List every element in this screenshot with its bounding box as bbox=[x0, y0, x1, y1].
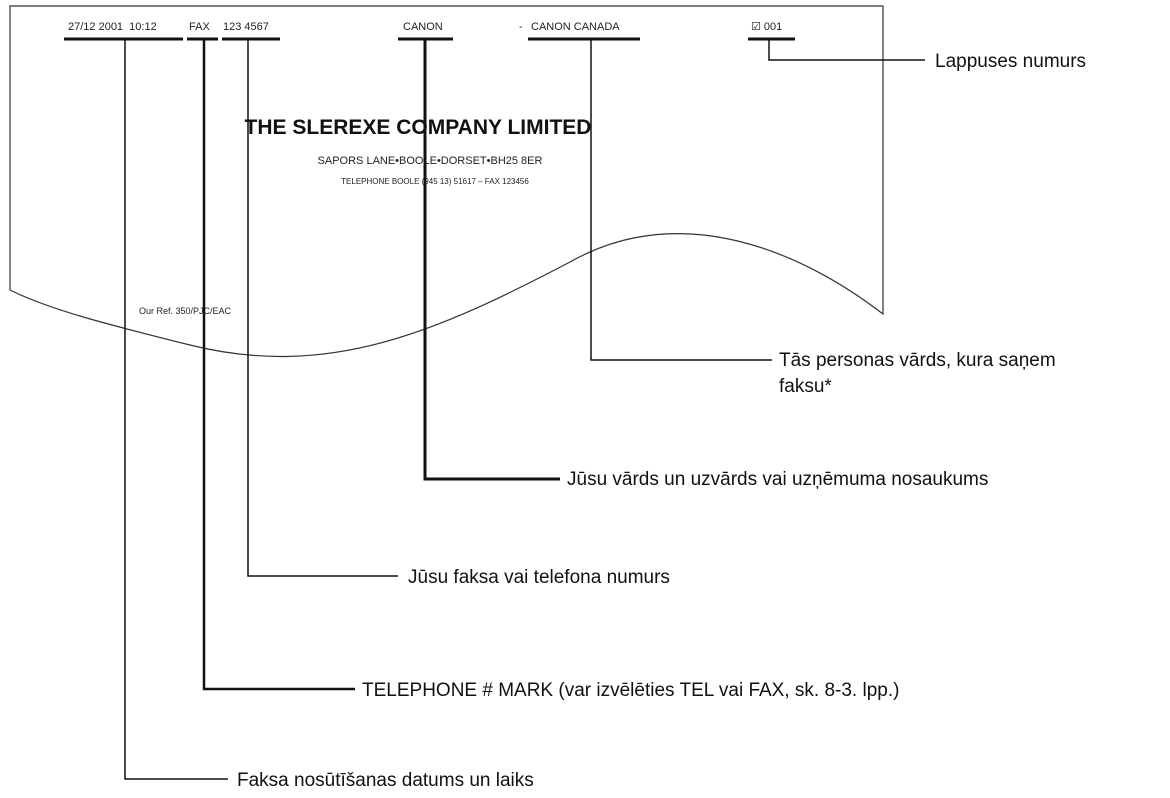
leader-datetime bbox=[124, 39, 228, 780]
company-name: THE SLEREXE COMPANY LIMITED bbox=[245, 116, 592, 139]
header-sender: CANON bbox=[403, 21, 443, 33]
header-datetime: 27/12 2001 10:12 bbox=[68, 21, 157, 33]
callout-tel-mark: TELEPHONE # MARK (var izvēlēties TEL vai… bbox=[362, 680, 899, 701]
company-telephone-line: TELEPHONE BOOLE (945 13) 51617 – FAX 123… bbox=[341, 177, 529, 186]
header-page-number: ☑ 001 bbox=[751, 21, 782, 33]
leader-tel-mark bbox=[202, 39, 355, 691]
callout-datetime: Faksa nosūtīšanas datums un laiks bbox=[237, 770, 534, 791]
callout-recipient-line1: Tās personas vārds, kura saņem bbox=[779, 350, 1056, 371]
header-recipient: CANON CANADA bbox=[531, 21, 620, 33]
header-fax-number: 123 4567 bbox=[223, 21, 269, 33]
callout-sender-name: Jūsu vārds un uzvārds vai uzņēmuma nosau… bbox=[567, 469, 988, 490]
leader-recipient bbox=[590, 39, 772, 361]
header-tel-mark: FAX bbox=[189, 21, 210, 33]
leader-sender bbox=[423, 39, 560, 481]
leader-page-number bbox=[768, 39, 925, 61]
callout-recipient-line2: faksu* bbox=[779, 376, 832, 397]
fax-paper-outline bbox=[9, 5, 884, 358]
header-recipient-prefix: - bbox=[519, 21, 523, 33]
company-address: SAPORS LANE•BOOLE•DORSET•BH25 8ER bbox=[318, 155, 543, 167]
leader-fax-number bbox=[247, 39, 398, 577]
callout-page-number: Lappuses numurs bbox=[935, 51, 1086, 72]
callout-fax-number: Jūsu faksa vai telefona numurs bbox=[408, 567, 670, 588]
our-reference: Our Ref. 350/PJC/EAC bbox=[139, 306, 232, 316]
